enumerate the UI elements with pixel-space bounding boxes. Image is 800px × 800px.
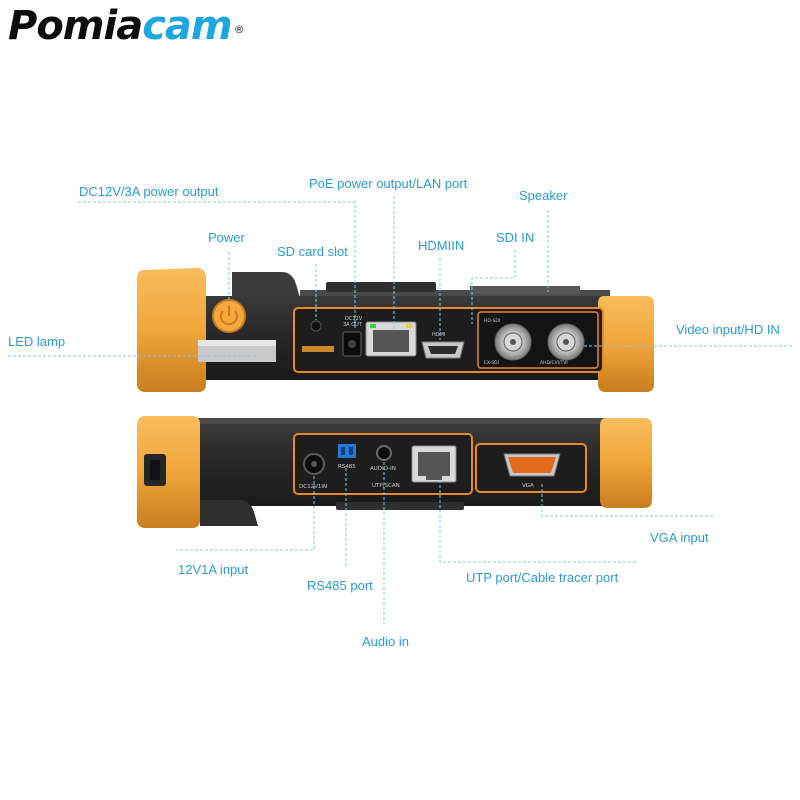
utp-print: UTP/SCAN xyxy=(372,483,400,489)
audio-in-print: AUDIO-IN xyxy=(370,466,396,472)
label-dc-power-output: DC12V/3A power output xyxy=(79,184,219,199)
speaker-grille xyxy=(470,286,580,294)
device-top-side: DC12V 3A OUT HDMI HD-SDI EX-SDI AHD/CVI/… xyxy=(137,268,654,392)
callout-vga xyxy=(541,484,714,517)
label-poe-lan-port: PoE power output/LAN port xyxy=(309,176,468,191)
bottom-left-bumper xyxy=(137,416,200,528)
label-power: Power xyxy=(208,230,245,245)
dc-in-pin xyxy=(311,461,317,467)
hdmi-print: HDMI xyxy=(432,332,445,338)
sd-indicator xyxy=(310,320,322,332)
callout-lines xyxy=(8,196,792,624)
sd-card-slot xyxy=(302,346,334,352)
dc-out-print-2: 3A OUT xyxy=(343,322,363,328)
rs485-pin-1 xyxy=(341,447,345,455)
sdi-bnc-pin xyxy=(510,339,516,345)
hd-sdi-print: HD-SDI xyxy=(484,318,500,324)
callout-utp xyxy=(439,480,636,563)
audio-in-jack xyxy=(376,445,392,461)
bottom-right-bumper xyxy=(600,418,652,508)
power-symbol-icon xyxy=(220,310,238,326)
label-speaker: Speaker xyxy=(519,188,568,203)
brand-part-1: Pomia xyxy=(8,3,143,49)
label-led-lamp: LED lamp xyxy=(8,334,66,349)
registered-mark: ® xyxy=(233,23,245,36)
label-vga-input: VGA input xyxy=(650,530,709,545)
lan-led-right xyxy=(406,324,412,328)
utp-latch xyxy=(426,476,442,480)
label-sdi-in: SDI IN xyxy=(496,230,535,245)
ex-sdi-print: EX-SDI xyxy=(484,360,499,366)
label-utp-port: UTP port/Cable tracer port xyxy=(466,570,619,585)
top-shell-hump xyxy=(232,272,300,298)
callout-dc-out xyxy=(78,201,356,330)
lan-led-left xyxy=(370,324,376,328)
hdmi-port-opening xyxy=(428,346,458,354)
vga-print: VGA xyxy=(522,483,534,489)
bottom-stand xyxy=(336,502,464,510)
label-audio-in: Audio in xyxy=(362,634,409,649)
label-rs485-port: RS485 port xyxy=(307,578,373,593)
label-12v1a-input: 12V1A input xyxy=(178,562,249,577)
label-sd-card-slot: SD card slot xyxy=(277,244,348,259)
device-bottom-side: DC12V1IN RS485 AUDIO-IN UTP/SCAN VGA xyxy=(137,416,652,528)
top-stand xyxy=(326,282,436,292)
callout-dc-in xyxy=(176,476,315,551)
label-video-input: Video input/HD IN xyxy=(676,322,780,337)
strap-slot-inner xyxy=(150,460,160,480)
top-left-bumper xyxy=(137,268,206,392)
bottom-shell-hump xyxy=(200,500,258,526)
brand-logo: Pomiacam® xyxy=(8,2,245,50)
utp-port-opening xyxy=(418,452,450,476)
dc-out-print: DC12V xyxy=(345,316,363,322)
label-hdmi-in: HDMIIN xyxy=(418,238,465,253)
rs485-pin-2 xyxy=(349,447,353,455)
dc-in-print: DC12V1IN xyxy=(299,484,327,490)
rs485-print: RS485 xyxy=(338,464,356,470)
top-right-bumper xyxy=(598,296,654,392)
brand-part-2: cam xyxy=(142,3,232,49)
lan-port-opening xyxy=(373,330,409,352)
dc-out-pin xyxy=(348,340,356,348)
cvbs-print: AHD/CVI/TVI xyxy=(540,360,568,366)
vga-port-insert xyxy=(508,457,556,473)
led-lamp-highlight xyxy=(198,340,276,346)
rs485-terminal xyxy=(338,444,356,458)
video-bnc-pin xyxy=(563,339,569,345)
